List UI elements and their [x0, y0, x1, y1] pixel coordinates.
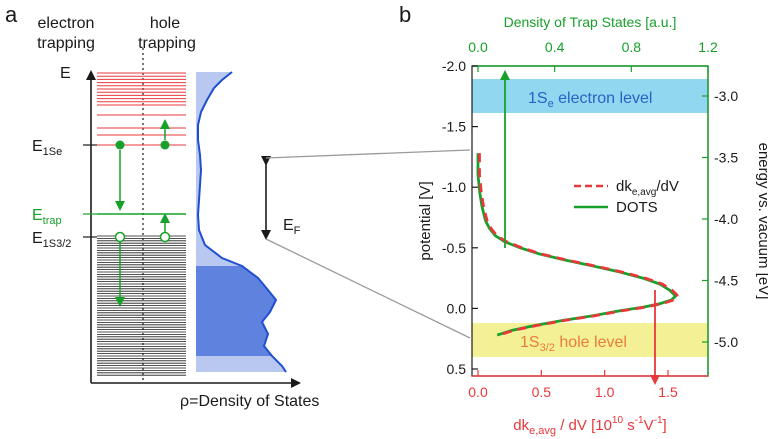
right-axis-title: energy vs. vacuum [eV]: [755, 143, 768, 300]
panel-b-letter: b: [399, 2, 411, 27]
hole-level-band: [472, 323, 708, 357]
legend-dots-label: DOTS: [616, 199, 658, 216]
top-axis-ticks: 0.0 0.4 0.8 1.2: [468, 39, 718, 72]
bottom-axis-ticks: 0.0 0.5 1.0 1.5: [468, 370, 678, 400]
e1s32-label: E1S3/2: [32, 230, 71, 250]
left-tick-label: -1.5: [442, 119, 466, 135]
hole-trapping-label-line1: hole: [150, 15, 180, 32]
dots-curve: [476, 153, 678, 337]
dk-curve: [478, 153, 680, 337]
dos-fill-dark: [196, 266, 276, 356]
panel-a: a electron trapping hole trapping E ρ=De…: [5, 2, 471, 410]
electron-level-band: [472, 79, 708, 113]
connector-top: [265, 149, 471, 159]
etrap-label: Etrap: [32, 207, 62, 227]
right-axis-ticks: -3.0 -3.5 -4.0 -4.5 -5.0: [702, 88, 738, 350]
dos-profile-line: [196, 71, 287, 373]
panel-a-letter: a: [5, 2, 18, 27]
left-tick-label: 0.0: [447, 300, 467, 316]
right-tick-label: -4.5: [714, 273, 738, 289]
conduction-levels: [97, 72, 186, 146]
top-tick-label: 0.4: [545, 39, 565, 55]
bottom-tick-label: 1.5: [658, 384, 678, 400]
panel-b: b Density of Trap States [a.u.] 1Se elec…: [399, 2, 768, 437]
energy-axis-label: E: [60, 65, 71, 82]
top-axis-title: Density of Trap States [a.u.]: [504, 14, 677, 30]
electron-level-label: 1Se electron level: [528, 90, 652, 110]
top-tick-label: 0.0: [468, 39, 488, 55]
legend-dk-label: dke,avg/dV: [616, 178, 679, 198]
hole-circle: [159, 231, 171, 243]
bottom-axis-title: dke,avg / dV [1010 s-1V-1]: [513, 415, 666, 437]
bottom-tick-label: 1.0: [595, 384, 615, 400]
left-tick-label: -0.5: [442, 240, 466, 256]
electron-trapping-label-line1: electron: [38, 15, 95, 32]
electron-dot: [115, 140, 125, 150]
hole-level-label: 1S3/2 hole level: [520, 334, 627, 354]
ef-label: EF: [283, 217, 301, 237]
hole-dot: [160, 140, 170, 150]
left-tick-label: -2.0: [442, 58, 466, 74]
hole-trapping-label-line2: trapping: [138, 35, 196, 52]
legend: dke,avg/dV DOTS: [574, 178, 679, 216]
top-tick-label: 1.2: [698, 39, 718, 55]
left-tick-label: 0.5: [447, 361, 467, 377]
right-tick-label: -4.0: [714, 211, 738, 227]
bottom-tick-label: 0.0: [468, 384, 488, 400]
top-tick-label: 0.8: [622, 39, 642, 55]
electron-trapping-label-line2: trapping: [37, 35, 95, 52]
left-tick-label: -1.0: [442, 179, 466, 195]
valence-levels: [97, 235, 186, 376]
left-axis-title: potential [V]: [417, 181, 434, 260]
right-tick-label: -3.0: [714, 88, 738, 104]
left-axis-ticks: -2.0 -1.5 -1.0 -0.5 0.0 0.5: [442, 58, 478, 377]
e1se-label: E1Se: [32, 138, 62, 158]
right-tick-label: -3.5: [714, 150, 738, 166]
right-tick-label: -5.0: [714, 334, 738, 350]
dos-caption: ρ=Density of States: [180, 393, 319, 410]
electron-hole-circle: [114, 231, 126, 243]
bottom-tick-label: 0.5: [532, 384, 552, 400]
connector-bottom: [265, 238, 471, 339]
